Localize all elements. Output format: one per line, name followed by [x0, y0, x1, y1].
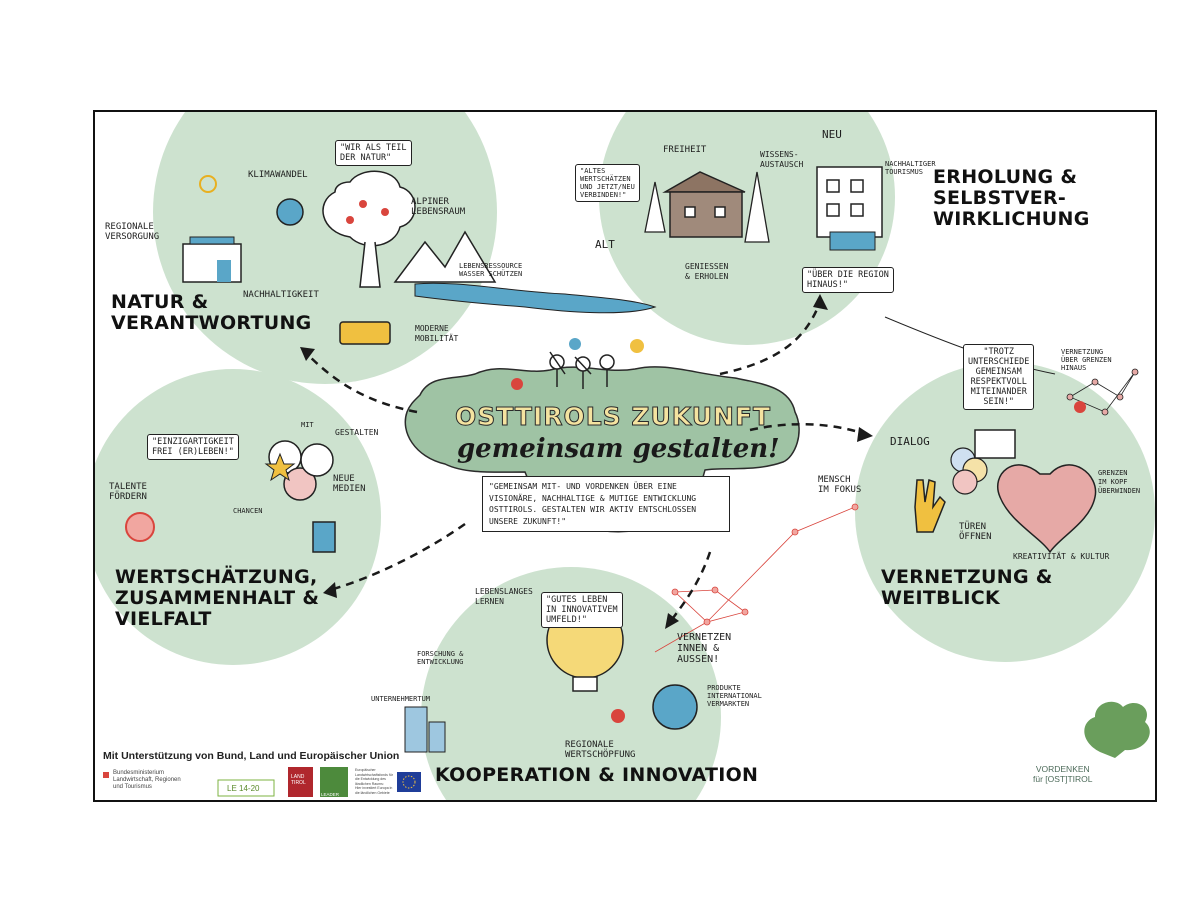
- label-vernetzen: VERNETZEN INNEN & AUßEN!: [677, 632, 732, 665]
- star-icon: [264, 452, 296, 482]
- label-mit: MIT: [301, 421, 314, 429]
- label-produkte: PRODUKTE INTERNATIONAL VERMARKTEN: [707, 684, 762, 708]
- leader-logo: [320, 767, 348, 797]
- center-blob: [404, 366, 800, 533]
- erholung-heading: ERHOLUNG & SELBSTVER- WIRKLICHUNG: [933, 166, 1090, 230]
- label-talente: TALENTE FÖRDERN: [109, 482, 147, 502]
- bubble-einzigartigkeit: "EINZIGARTIGKEIT FREI (ER)LEBEN!": [147, 434, 239, 460]
- venn-circle-b: [283, 467, 317, 501]
- land-tirol-logo: [288, 767, 313, 797]
- vordenken-leaf-logo: [1084, 701, 1150, 758]
- label-vernetzung-grenzen: VERNETZUNG ÜBER GRENZEN HINAUS: [1061, 348, 1112, 372]
- label-neue-medien: NEUE MEDIEN: [333, 474, 366, 494]
- heart-icon: [997, 464, 1097, 554]
- tree-icon: [322, 170, 416, 288]
- label-unternehmertum: UNTERNEHMERTUM: [371, 695, 431, 703]
- illustration-canvas: [95, 112, 1155, 800]
- eu-fund-text: Europäischer Landwirtschaftsfonds für di…: [355, 768, 393, 795]
- vision-quote: "Gemeinsam mit- und vordenken über eine …: [482, 476, 730, 532]
- shop-icon: [182, 243, 242, 283]
- label-gestalten: GESTALTEN: [335, 428, 379, 437]
- natur-heading: NATUR & VERANTWORTUNG: [111, 291, 312, 334]
- label-regionale-versorgung: REGIONALE VERSORGUNG: [105, 222, 160, 242]
- vordenken-logo-text: VORDENKEN für [OST]TIROL: [1033, 764, 1093, 784]
- arrow-heads: [300, 294, 873, 629]
- le-logo-text: LE 14-20: [227, 784, 260, 793]
- austria-flag-icon: [103, 772, 109, 778]
- bubble-altes: "ALTES WERTSCHÄTZEN UND JETZT/NEU VERBIN…: [575, 164, 640, 202]
- label-alt: ALT: [595, 238, 615, 251]
- tablet-icon: [312, 521, 336, 553]
- venn-circle-c: [300, 443, 334, 477]
- house-icon: [816, 166, 883, 238]
- river-icon: [414, 282, 657, 314]
- label-geniessen: GENIEßEN & ERHOLEN: [685, 262, 729, 281]
- network-icon: [1066, 368, 1139, 416]
- label-alpiner-lebensraum: ALPINER LEBENSRAUM: [411, 197, 466, 217]
- title-gemeinsam-gestalten: gemeinsam gestalten!: [457, 434, 780, 464]
- label-lebensressource: LEBENSRESSOURCE WASSER SCHÜTZEN: [459, 262, 523, 278]
- location-pin-icon: [611, 709, 625, 723]
- kooperation-heading: KOOPERATION & INNOVATION: [435, 764, 759, 786]
- connector-arrows: [304, 301, 866, 623]
- kooperation-circle: [421, 567, 721, 800]
- label-klimawandel: KLIMAWANDEL: [248, 170, 308, 180]
- bus-icon: [339, 321, 391, 345]
- hut-icon: [662, 171, 746, 238]
- target-icon: [125, 512, 155, 542]
- balloon-blue: [569, 338, 581, 350]
- center-people: [549, 351, 615, 389]
- natur-circle: [153, 112, 497, 384]
- sun-icon: [199, 175, 217, 193]
- illustration-frame: NATUR & VERANTWORTUNG ERHOLUNG & SELBSTV…: [93, 110, 1157, 802]
- label-neu: NEU: [822, 128, 842, 141]
- network-kooperation-icon: [654, 503, 859, 653]
- title-osttirols-zukunft: OSTTIROLS ZUKUNFT: [454, 402, 772, 432]
- eu-flag-icon: [397, 772, 421, 792]
- ministry-logo-text: Bundesministerium Landwirtschaft, Region…: [113, 770, 181, 790]
- label-freiheit: FREIHEIT: [663, 145, 707, 155]
- label-mobilitaet: MODERNE MOBILITÄT: [415, 324, 459, 343]
- balloon-red: [511, 378, 523, 390]
- vernetzung-circle: [855, 362, 1155, 662]
- pine-icon: [644, 171, 770, 243]
- label-wissensaustausch: WISSENS- AUSTAUSCH: [760, 150, 804, 169]
- le-logo-frame: [217, 779, 275, 797]
- screen-icon: [974, 429, 1016, 459]
- city-icon: [404, 706, 446, 753]
- label-tueren-oeffnen: TÜREN ÖFFNEN: [959, 522, 992, 542]
- globe-icon: [276, 198, 304, 226]
- label-regionale-wertschoepfung: REGIONALE WERTSCHÖPFUNG: [565, 740, 636, 760]
- label-lebenslanges-lernen: LEBENSLANGES LERNEN: [475, 587, 533, 606]
- bubble-trotz-unterschiede: "TROTZ UNTERSCHIEDE GEMEINSAM RESPEKTVOL…: [963, 344, 1035, 410]
- globe-kooperation-icon: [652, 684, 698, 730]
- mountains-icon: [393, 230, 497, 283]
- label-chancen: CHANCEN: [233, 507, 263, 515]
- balloon-yellow: [630, 339, 644, 353]
- label-tourismus: NACHHALTIGER TOURISMUS: [885, 160, 936, 176]
- bubble-gutes-leben: "GUTES LEBEN IN INNOVATIVEM UMFELD!": [541, 592, 623, 628]
- land-tirol-logo-text: LAND TIROL: [291, 774, 306, 786]
- bubble-teil-der-natur: "WIR ALS TEIL DER NATUR": [335, 140, 412, 166]
- map-pin-icon: [1074, 401, 1086, 413]
- label-mensch-im-fokus: MENSCH IM FOKUS: [818, 475, 862, 495]
- wertschaetzung-heading: WERTSCHÄTZUNG, ZUSAMMENHALT & VIELFALT: [115, 566, 320, 630]
- label-dialog: DIALOG: [890, 435, 930, 448]
- hand-icon: [914, 479, 946, 533]
- label-grenzen-im-kopf: GRENZEN IM KOPF ÜBERWINDEN: [1098, 469, 1141, 495]
- leader-logo-text: LEADER: [321, 792, 340, 797]
- dialog-circle-c: [952, 469, 978, 495]
- bubble-ueber-region: "ÜBER DIE REGION HINAUS!": [802, 267, 894, 293]
- support-text: Mit Unterstützung von Bund, Land und Eur…: [103, 750, 400, 762]
- label-kreativitaet-kultur: KREATIVITÄT & KULTUR: [1013, 552, 1110, 561]
- label-forschung: FORSCHUNG & ENTWICKLUNG: [417, 650, 464, 666]
- vernetzung-heading: VERNETZUNG & WEITBLICK: [881, 566, 1053, 609]
- label-nachhaltigkeit: NACHHALTIGKEIT: [243, 290, 319, 300]
